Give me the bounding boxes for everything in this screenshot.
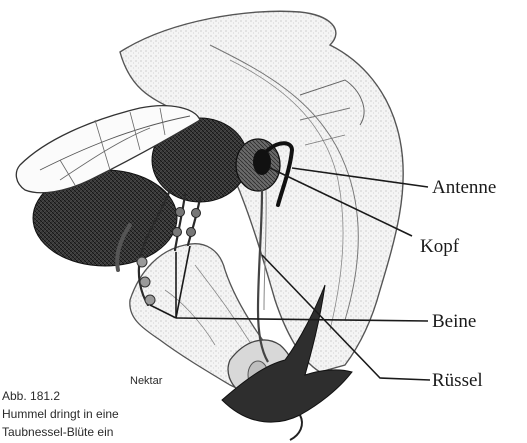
figure-caption: Abb. 181.2 Hummel dringt in eine Taubnes… xyxy=(2,389,119,439)
label-ruessel: Rüssel xyxy=(432,370,483,391)
label-beine: Beine xyxy=(432,311,476,332)
caption-line-2: Hummel dringt in eine xyxy=(2,407,119,421)
label-antenne: Antenne xyxy=(432,177,496,198)
caption-line-3: Taubnessel-Blüte ein xyxy=(2,425,113,439)
label-nektar: Nektar xyxy=(130,375,163,387)
label-kopf: Kopf xyxy=(420,236,460,257)
caption-line-1: Abb. 181.2 xyxy=(2,389,60,403)
